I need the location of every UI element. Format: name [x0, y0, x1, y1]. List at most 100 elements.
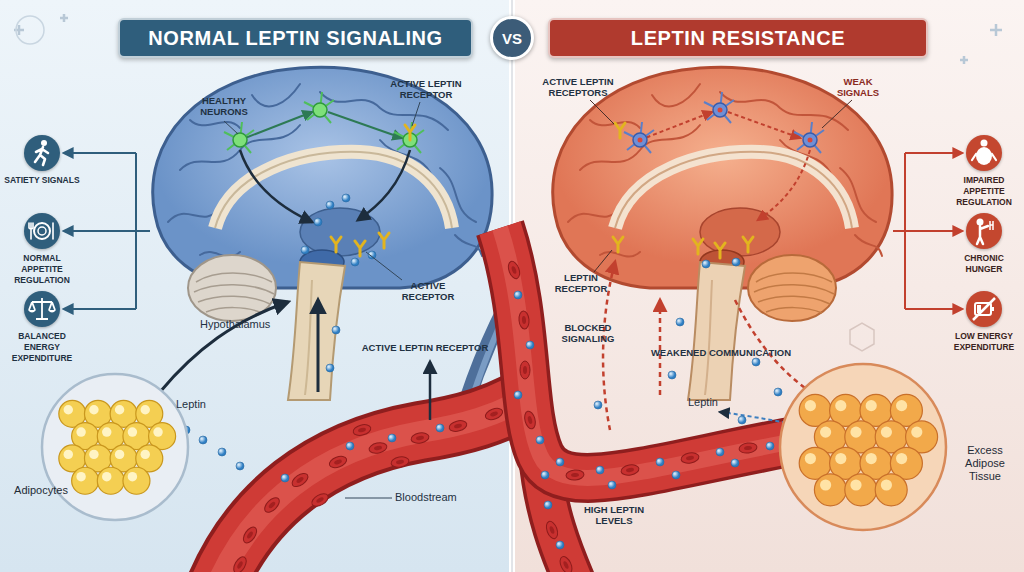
node-label: SATIETY SIGNALS — [4, 175, 80, 186]
fat-cell-highlight — [820, 479, 831, 490]
right-brain-part — [553, 67, 892, 400]
icon-glyph-part — [991, 307, 994, 311]
fat-cell-highlight — [881, 479, 892, 490]
node-label: NORMAL APPETITE REGULATION — [4, 253, 80, 286]
versus-text: VS — [502, 30, 522, 47]
right-blood-vessel-part — [520, 361, 530, 379]
background-part — [14, 14, 1002, 64]
left-bracket-part — [64, 308, 136, 310]
left-blood-vessel-part — [448, 419, 468, 433]
plain-label: Hypothalamus — [200, 318, 290, 331]
left-brain-part — [379, 233, 389, 248]
right-blood-vessel-part — [680, 452, 699, 465]
fat-cell-cluster: Adipocytes — [40, 372, 190, 522]
left-brain-part-part — [190, 120, 240, 128]
right-brain-part — [693, 239, 703, 254]
right-brain-part-part-part — [758, 296, 830, 304]
left-leader-lines-part — [345, 498, 392, 499]
left-brain-part-part — [194, 285, 274, 294]
right-brain-part — [613, 237, 623, 252]
left-arrows-part — [236, 462, 244, 470]
fat-cell-highlight — [64, 450, 73, 459]
icon-glyph-part — [41, 140, 47, 146]
left-brain-part — [288, 262, 345, 400]
right-blood-vessel-part — [672, 471, 680, 479]
callout-label: WEAK SIGNALS — [826, 76, 890, 98]
left-brain-part — [358, 150, 410, 220]
callout-label: ACTIVE LEPTIN RECEPTOR — [380, 78, 472, 100]
right-brain-part — [728, 112, 800, 138]
right-leader-lines-part — [594, 250, 612, 272]
callout-label: LEPTIN RECEPTOR — [543, 272, 619, 294]
right-blood-vessel-part — [566, 469, 585, 481]
icon-glyph-part — [972, 154, 996, 160]
fat-cell-highlight — [89, 450, 98, 459]
fat-cell-highlight — [64, 405, 73, 414]
icon-glyph-part — [977, 219, 984, 226]
left-leader-lines-part — [412, 102, 420, 126]
icon-disc — [24, 135, 60, 171]
left-arrows-part — [160, 302, 288, 392]
right-arrows — [594, 262, 820, 430]
fat-cell — [875, 474, 907, 506]
right-brain-part-part — [705, 280, 712, 395]
fat-cell-highlight — [153, 427, 162, 436]
icon-glyph — [966, 135, 1002, 171]
right-brain-part-part — [553, 67, 892, 288]
left-arrows-part — [429, 362, 432, 420]
icon-disc — [966, 213, 1002, 249]
left-blood-vessel-part — [262, 495, 282, 515]
title-banner: LEPTIN RESISTANCE — [548, 18, 928, 58]
left-arrows-part — [281, 474, 289, 482]
right-brain-part-part-part — [720, 92, 848, 130]
right-brain-part-part-part — [754, 285, 834, 294]
fat-cell-highlight — [866, 453, 877, 464]
fat-cell-highlight — [896, 453, 907, 464]
right-brain-part-part — [754, 273, 834, 313]
right-bracket-part — [905, 308, 962, 310]
effect-icon: CHRONIC HUNGER — [946, 213, 1022, 249]
callout-label: HEALTHY NEURONS — [188, 95, 260, 117]
left-blood-vessel-part — [352, 423, 372, 437]
fat-cell — [72, 467, 99, 494]
right-blood-vessel-part — [556, 541, 564, 549]
right-brain-part — [702, 260, 710, 268]
left-bracket-part — [64, 152, 136, 154]
right-brain-part-part — [688, 262, 745, 400]
icon-glyph-part — [990, 221, 993, 230]
left-brain-part — [240, 150, 312, 222]
icon-glyph-part — [34, 223, 50, 239]
left-blood-vessel-part — [368, 441, 388, 455]
fat-cell — [123, 467, 150, 494]
right-blood-vessel-part — [558, 555, 575, 572]
right-bracket-part — [905, 152, 962, 154]
icon-glyph — [966, 291, 1002, 327]
right-brain-part — [758, 150, 810, 220]
left-bracket-part — [64, 230, 136, 232]
fat-cell-highlight — [805, 453, 816, 464]
fat-cell-highlight — [850, 479, 861, 490]
left-brain-part — [168, 84, 482, 257]
right-arrows-part — [774, 388, 782, 396]
left-brain-part — [301, 246, 309, 254]
plain-label: Leptin — [176, 398, 226, 411]
left-arrows-part — [436, 424, 444, 432]
left-blood-vessel-part — [215, 404, 515, 572]
left-arrows-part — [199, 436, 207, 444]
left-brain-part — [224, 122, 254, 153]
fat-cell-highlight — [76, 472, 85, 481]
versus-badge: VS — [490, 16, 534, 60]
callout-label: HIGH LEPTIN LEVELS — [578, 504, 650, 526]
right-brain-part-part-part — [756, 273, 832, 282]
right-blood-vessel-part — [731, 459, 739, 467]
left-brain-part — [153, 67, 492, 288]
fat-cell-highlight — [76, 427, 85, 436]
right-leader-lines-part — [822, 100, 852, 128]
left-brain-part-part — [252, 84, 300, 106]
right-brain-part — [615, 123, 625, 138]
left-brain-part — [351, 258, 359, 266]
right-blood-vessel-part — [716, 448, 724, 456]
node-label: Adipocytes — [10, 484, 72, 497]
left-blood-vessel-part — [484, 406, 504, 422]
